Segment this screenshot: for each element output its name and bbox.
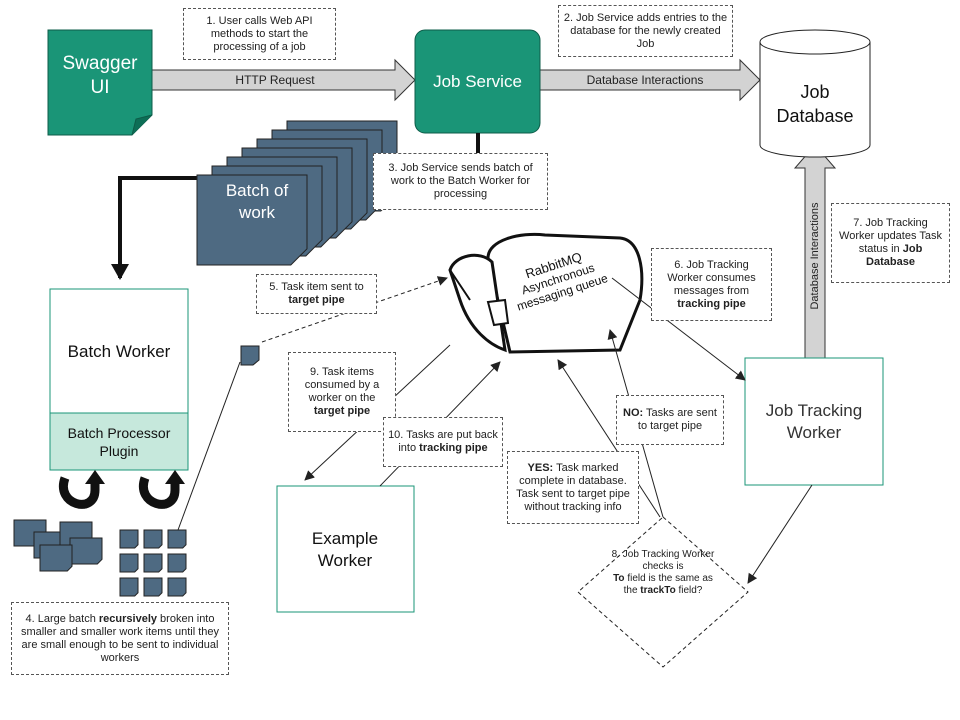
tiny-document (167, 553, 187, 573)
note-no-bold: NO: (623, 407, 644, 419)
note-9-bold: target pipe (313, 405, 371, 417)
note-no-post: Tasks are sent to target pipe (637, 407, 717, 432)
swagger-ui-label: Swagger UI (62, 53, 138, 98)
job-tracking-worker-box (744, 357, 884, 486)
tiny-task-item-icon (240, 345, 260, 366)
note-9-pre: 9. Task items consumed by a worker on th… (304, 366, 380, 404)
note-4-pre: 4. Large batch (25, 612, 99, 625)
example-worker-box (276, 485, 415, 613)
tiny-document (119, 577, 139, 597)
tiny-document (167, 577, 187, 597)
note-4-post: broken into smaller and smaller work ite… (20, 612, 220, 664)
note-8-post: field? (675, 585, 703, 596)
database-interactions-vertical-label: Database Interactions (809, 202, 821, 310)
note-step-1: 1. User calls Web API methods to start t… (183, 8, 336, 60)
note-8-line1: 8. Job Tracking Worker checks is (611, 549, 715, 572)
tiny-document (143, 553, 163, 573)
small-documents-icon (13, 519, 103, 572)
note-6-pre: 6. Job Tracking Worker consumes messages… (667, 258, 756, 297)
note-7-pre: 7. Job Tracking Worker updates Task stat… (839, 217, 942, 255)
document-stack-icon (196, 120, 398, 266)
target-pipe-arrow (261, 276, 448, 343)
tiny-document (119, 529, 139, 549)
tiny-document (119, 553, 139, 573)
tracking-to-decision-arrow (747, 484, 813, 584)
note-8-bold2: trackTo (640, 585, 676, 596)
note-yes-post: Task marked complete in database. Task s… (516, 461, 630, 513)
note-step-7: 7. Job Tracking Worker updates Task stat… (831, 203, 950, 283)
tiny-documents-grid-icon (119, 529, 187, 597)
rabbitmq-to-tracking-arrow (611, 277, 746, 381)
job-service-label: Job Service (433, 72, 522, 91)
note-yes-branch: YES: Task marked complete in database. T… (507, 451, 639, 524)
note-step-4: 4. Large batch recursively broken into s… (11, 602, 229, 675)
note-5-bold: target pipe (288, 294, 345, 306)
batch-processor-plugin-box (49, 412, 189, 471)
note-6-bold: tracking pipe (677, 297, 746, 310)
job-tracking-worker-label: Job Tracking Worker (765, 401, 863, 442)
stacked-document (196, 174, 308, 266)
batch-of-work-label: Batch of work (225, 181, 289, 222)
decision-yes-arrow (557, 359, 661, 518)
database-cylinder-icon (759, 29, 871, 158)
swagger-ui-document-icon (47, 29, 153, 136)
note-step-6: 6. Job Tracking Worker consumes messages… (651, 248, 772, 321)
http-request-label: HTTP Request (235, 73, 315, 87)
tiny-document (143, 529, 163, 549)
note-step-8: 8. Job Tracking Worker checks is To fiel… (608, 549, 718, 597)
note-step-10: 10. Tasks are put back into tracking pip… (383, 417, 503, 467)
batch-worker-box (49, 288, 189, 414)
note-7-bold: Job Database (866, 243, 923, 268)
database-interactions-label: Database Interactions (586, 73, 704, 87)
note-no-branch: NO: Tasks are sent to target pipe (616, 395, 724, 445)
decision-diamond (577, 516, 749, 668)
job-database-label: Job Database (776, 82, 854, 126)
note-4-bold: recursively (98, 612, 157, 625)
note-10-bold: tracking pipe (419, 442, 488, 454)
tiny-document (143, 577, 163, 597)
task-item-line (177, 361, 241, 531)
note-step-9: 9. Task items consumed by a worker on th… (288, 352, 396, 432)
batch-processor-plugin-label: Batch Processor Plugin (67, 425, 171, 459)
note-8-bold1: To (613, 573, 625, 584)
http-request-arrow (149, 58, 416, 102)
note-yes-bold: YES: (527, 461, 554, 474)
mailbox-icon (448, 232, 644, 354)
note-step-3: 3. Job Service sends batch of work to th… (373, 153, 548, 210)
note-5-pre: 5. Task item sent to (269, 281, 364, 293)
database-interactions-arrow (539, 58, 761, 102)
cycle-arrow-icon (58, 470, 185, 509)
small-document (39, 544, 73, 572)
note-step-5: 5. Task item sent to target pipe (256, 274, 377, 314)
note-10-pre: 10. Tasks are put back into (388, 429, 498, 454)
note-step-2: 2. Job Service adds entries to the datab… (558, 5, 733, 57)
example-worker-label: Example Worker (311, 529, 379, 570)
batch-worker-label: Batch Worker (67, 342, 171, 361)
small-document (69, 537, 103, 565)
tiny-document (167, 529, 187, 549)
note-8-mid: field is the same as the (623, 573, 713, 596)
